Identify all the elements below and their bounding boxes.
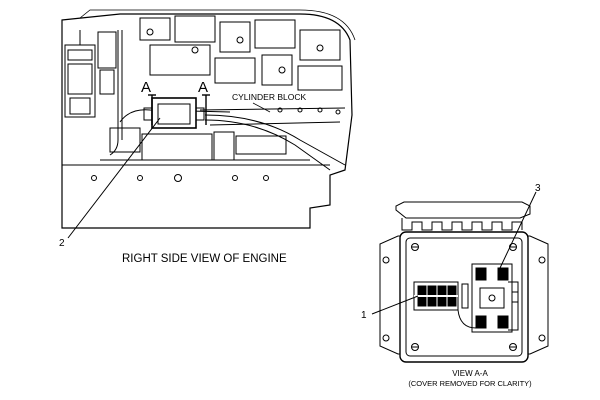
callout-2-leader [67, 117, 161, 239]
callout-3: 3 [535, 183, 541, 194]
callout-2: 2 [59, 238, 65, 249]
engine-drawing [61, 9, 356, 229]
detail-view-caption: VIEW A-A [452, 369, 488, 378]
detail-view-note: (COVER REMOVED FOR CLARITY) [408, 379, 532, 388]
cylinder-block-leader [252, 102, 271, 113]
engine-view-caption: RIGHT SIDE VIEW OF ENGINE [122, 253, 287, 265]
callout-3-leader [499, 191, 537, 269]
section-mark-right: A [198, 79, 208, 96]
junction-box-drawing [379, 201, 549, 363]
callout-1: 1 [361, 310, 367, 321]
cylinder-block-label: CYLINDER BLOCK [232, 92, 306, 102]
callout-1-leader [371, 295, 419, 315]
section-mark-left: A [141, 79, 151, 96]
